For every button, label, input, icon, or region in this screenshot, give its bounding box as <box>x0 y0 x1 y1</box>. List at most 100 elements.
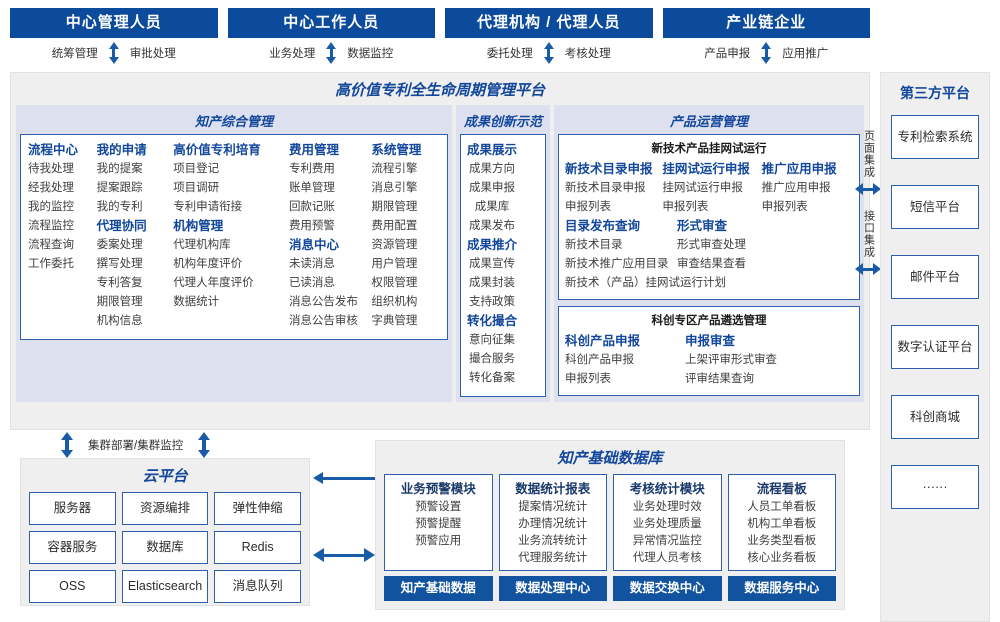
database-item[interactable]: 业务流转统计 <box>518 535 588 547</box>
third-party-item[interactable]: 短信平台 <box>891 185 979 229</box>
menu-item[interactable]: 意向征集 <box>469 334 515 346</box>
menu-item[interactable]: 期限管理 <box>371 201 418 213</box>
menu-item[interactable]: 新技术（产品）挂网试运行计划 <box>565 277 726 289</box>
menu-item[interactable]: 申报列表 <box>565 201 611 213</box>
database-item[interactable]: 人员工单看板 <box>747 501 817 513</box>
cloud-service-cell[interactable]: 消息队列 <box>214 570 301 603</box>
menu-item[interactable]: 挂网试运行申报 <box>662 182 743 194</box>
menu-item[interactable]: 消息公告审核 <box>288 315 358 327</box>
database-item[interactable]: 提案情况统计 <box>518 501 588 513</box>
third-party-item[interactable]: ······ <box>891 465 979 509</box>
menu-item[interactable]: 消息公告发布 <box>288 296 358 308</box>
menu-item[interactable]: 成果申报 <box>469 182 515 194</box>
menu-item[interactable]: 专利费用 <box>288 163 335 175</box>
menu-item[interactable]: 专利答复 <box>96 277 143 289</box>
menu-item[interactable]: 审查结果查看 <box>677 258 746 270</box>
cloud-service-cell[interactable]: OSS <box>29 570 116 603</box>
third-party-item[interactable]: 专利检索系统 <box>891 115 979 159</box>
menu-item[interactable]: 我的提案 <box>96 163 143 175</box>
group-heading: 成果推介 <box>467 238 518 252</box>
menu-item[interactable]: 新技术目录申报 <box>565 182 646 194</box>
menu-item[interactable]: 流程查询 <box>28 239 74 251</box>
menu-item[interactable]: 撮合服务 <box>469 353 515 365</box>
platform-panel: 高价值专利全生命周期管理平台 知产综合管理 流程中心待我处理经我处理我的监控流程… <box>10 72 870 430</box>
menu-item[interactable]: 新技术推广应用目录 <box>565 258 669 270</box>
cloud-service-cell[interactable]: Redis <box>214 531 301 564</box>
database-item[interactable]: 代理服务统计 <box>518 552 588 564</box>
database-bar[interactable]: 数据服务中心 <box>727 576 836 601</box>
database-item[interactable]: 预警设置 <box>415 501 462 513</box>
menu-item[interactable]: 推广应用申报 <box>761 182 831 194</box>
database-item[interactable]: 预警提醒 <box>415 518 462 530</box>
menu-item[interactable]: 成果封装 <box>469 277 515 289</box>
menu-item[interactable]: 专利申请衔接 <box>173 201 243 213</box>
cloud-service-cell[interactable]: 容器服务 <box>29 531 116 564</box>
database-bar[interactable]: 知产基础数据 <box>384 576 493 601</box>
menu-item[interactable]: 形式审查处理 <box>677 239 746 251</box>
database-bar[interactable]: 数据处理中心 <box>498 576 607 601</box>
menu-item[interactable]: 科创产品申报 <box>565 354 634 366</box>
menu-item[interactable]: 已读消息 <box>288 277 335 289</box>
database-item[interactable]: 业务处理时效 <box>632 501 702 513</box>
cloud-service-cell[interactable]: 数据库 <box>121 531 209 564</box>
third-party-item[interactable]: 邮件平台 <box>891 255 979 299</box>
menu-item[interactable]: 消息引擎 <box>371 182 418 194</box>
menu-item[interactable]: 成果方向 <box>469 163 515 175</box>
cloud-service-cell[interactable]: 弹性伸缩 <box>214 492 301 525</box>
integration-connector: 页面集成 接口集成 <box>855 130 881 360</box>
menu-item[interactable]: 权限管理 <box>371 277 418 289</box>
cloud-service-cell[interactable]: Elasticsearch <box>121 570 209 603</box>
cloud-service-cell[interactable]: 服务器 <box>29 492 116 525</box>
cloud-service-cell[interactable]: 资源编排 <box>121 492 209 525</box>
menu-item[interactable]: 我的监控 <box>28 201 74 213</box>
database-item[interactable]: 办理情况统计 <box>518 518 588 530</box>
menu-item[interactable]: 期限管理 <box>96 296 143 308</box>
menu-item[interactable]: 委案处理 <box>96 239 143 251</box>
menu-item[interactable]: 资源管理 <box>371 239 418 251</box>
menu-item[interactable]: 上架评审形式审查 <box>685 354 777 366</box>
menu-item[interactable]: 撰写处理 <box>96 258 143 270</box>
menu-item[interactable]: 字典管理 <box>371 315 418 327</box>
menu-item[interactable]: 代理机构库 <box>173 239 231 251</box>
database-item[interactable]: 业务类型看板 <box>747 535 817 547</box>
menu-item[interactable]: 未读消息 <box>288 258 335 270</box>
menu-item[interactable]: 待我处理 <box>28 163 74 175</box>
menu-item[interactable]: 费用配置 <box>371 220 418 232</box>
menu-item[interactable]: 项目登记 <box>173 163 220 175</box>
menu-item[interactable]: 数据统计 <box>173 296 220 308</box>
menu-item[interactable]: 申报列表 <box>761 201 808 213</box>
menu-item[interactable]: 用户管理 <box>371 258 418 270</box>
menu-item[interactable]: 组织机构 <box>371 296 418 308</box>
third-party-item[interactable]: 数字认证平台 <box>891 325 979 369</box>
menu-item[interactable]: 代理人年度评价 <box>173 277 254 289</box>
menu-item[interactable]: 工作委托 <box>28 258 74 270</box>
menu-item[interactable]: 成果库 <box>474 201 510 213</box>
menu-item[interactable]: 项目调研 <box>173 182 220 194</box>
menu-item[interactable]: 评审结果查询 <box>685 373 754 385</box>
database-item[interactable]: 业务处理质量 <box>632 518 702 530</box>
menu-item[interactable]: 新技术目录 <box>565 239 623 251</box>
menu-item[interactable]: 费用预警 <box>288 220 335 232</box>
menu-item[interactable]: 机构信息 <box>96 315 143 327</box>
menu-item[interactable]: 流程引擎 <box>371 163 418 175</box>
menu-item[interactable]: 转化备案 <box>469 372 515 384</box>
menu-item[interactable]: 机构年度评价 <box>173 258 243 270</box>
menu-item[interactable]: 支持政策 <box>469 296 515 308</box>
database-bar[interactable]: 数据交换中心 <box>613 576 722 601</box>
menu-item[interactable]: 回款记账 <box>288 201 335 213</box>
database-item[interactable]: 预警应用 <box>415 535 462 547</box>
menu-item[interactable]: 经我处理 <box>28 182 74 194</box>
database-item[interactable]: 异常情况监控 <box>632 535 702 547</box>
menu-item[interactable]: 账单管理 <box>288 182 335 194</box>
menu-item[interactable]: 成果发布 <box>469 220 515 232</box>
menu-item[interactable]: 我的专利 <box>96 201 143 213</box>
database-item[interactable]: 代理人员考核 <box>632 552 702 564</box>
menu-item[interactable]: 申报列表 <box>662 201 709 213</box>
menu-item[interactable]: 提案跟踪 <box>96 182 143 194</box>
third-party-item[interactable]: 科创商城 <box>891 395 979 439</box>
menu-item[interactable]: 流程监控 <box>28 220 74 232</box>
menu-item[interactable]: 成果宣传 <box>469 258 515 270</box>
database-item[interactable]: 机构工单看板 <box>747 518 817 530</box>
menu-item[interactable]: 申报列表 <box>565 373 611 385</box>
database-item[interactable]: 核心业务看板 <box>747 552 817 564</box>
